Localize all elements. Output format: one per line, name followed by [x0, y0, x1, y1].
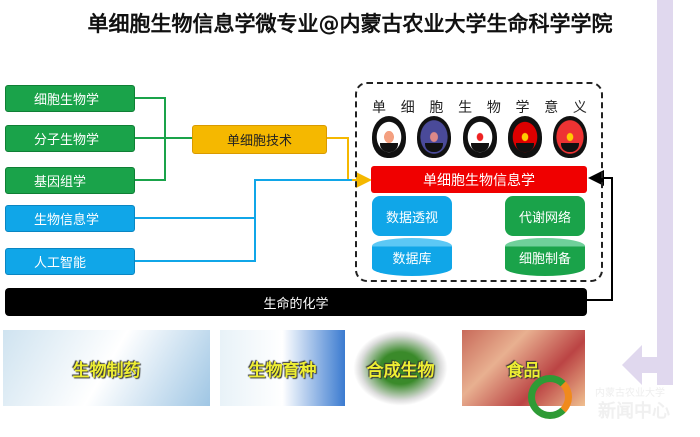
page-title: 单细胞生物信息学微专业@内蒙古农业大学生命科学学院 — [87, 12, 613, 36]
application-breeding: 生物育种 — [220, 330, 345, 406]
box-molecular-biology: 分子生物学 — [5, 125, 135, 152]
module-cell-prep: 细胞制备 — [505, 238, 585, 276]
significance-heading: 单细胞生物学意义 — [372, 97, 587, 117]
char: 意 — [544, 100, 559, 116]
application-synthetic-biology: 合成生物 — [353, 330, 448, 406]
opera-mask-icon — [372, 116, 406, 158]
box-bioinformatics: 生物信息学 — [5, 205, 135, 232]
box-single-cell-tech: 单细胞技术 — [192, 125, 327, 154]
opera-mask-icon — [553, 116, 587, 158]
opera-mask-icon — [462, 116, 497, 158]
char: 物 — [486, 100, 501, 116]
foundation-bar: 生命的化学 — [5, 288, 587, 316]
application-biopharma: 生物制药 — [3, 330, 210, 406]
news-center-logo-icon — [528, 375, 572, 419]
watermark-news-center: 新闻中心 — [598, 401, 670, 422]
significance-frame — [355, 82, 603, 282]
module-data-insight: 数据透视 — [372, 196, 452, 236]
box-ai: 人工智能 — [5, 248, 135, 275]
opera-mask-icon — [507, 116, 542, 158]
char: 胞 — [429, 100, 444, 116]
char: 细 — [400, 100, 415, 116]
core-single-cell-bioinformatics: 单细胞生物信息学 — [371, 166, 587, 193]
module-metabolic-network: 代谢网络 — [505, 196, 585, 236]
box-cell-biology: 细胞生物学 — [5, 85, 135, 112]
opera-masks — [372, 116, 587, 158]
watermark-university: 内蒙古农业大学 — [595, 388, 665, 399]
char: 义 — [572, 100, 587, 116]
opera-mask-icon — [417, 116, 452, 158]
char: 生 — [458, 100, 473, 116]
char: 单 — [372, 100, 386, 116]
char: 学 — [515, 100, 530, 116]
module-database: 数据库 — [372, 238, 452, 276]
box-genomics: 基因组学 — [5, 167, 135, 194]
